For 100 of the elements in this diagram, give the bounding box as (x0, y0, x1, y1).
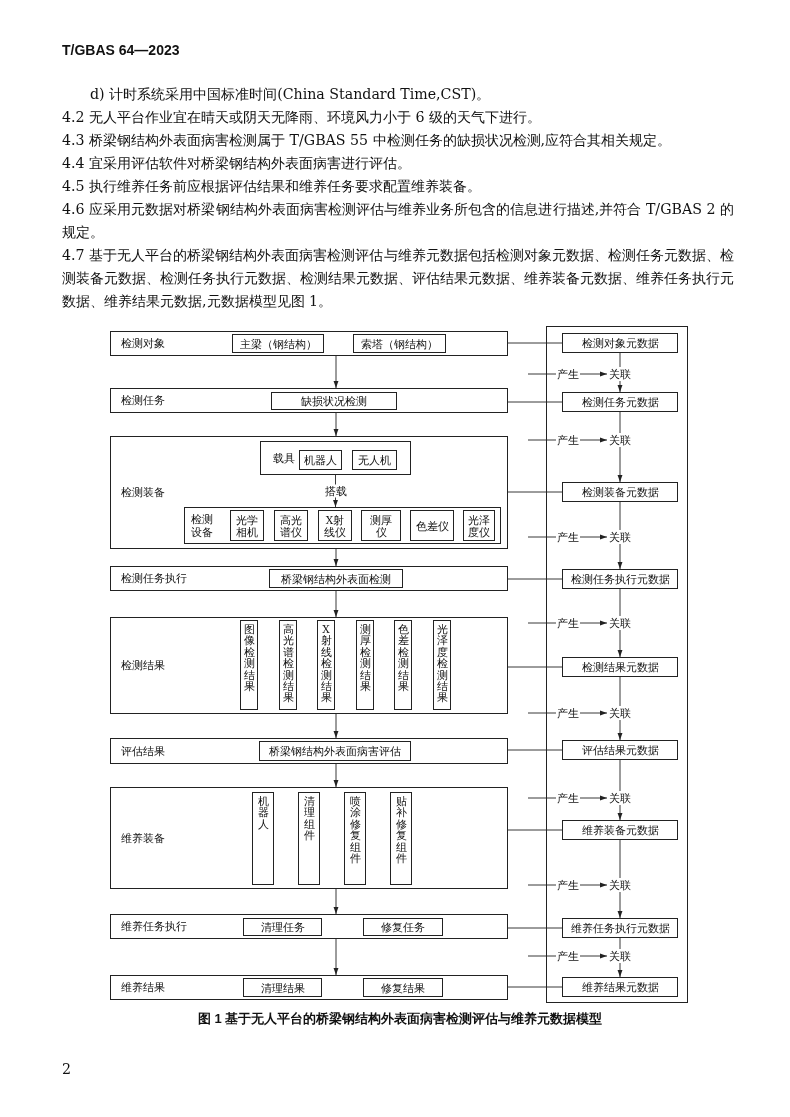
edge-label: 产生 (555, 791, 580, 805)
edge-label: 产生 (555, 878, 580, 892)
association-label: 关联 (607, 949, 633, 963)
metadata-box: 评估结果元数据 (562, 740, 678, 760)
group-heading: 维养装备 (121, 831, 165, 845)
item-box: 清理任务 (243, 918, 322, 936)
paragraph: 4.4 宜采用评估软件对桥梁钢结构外表面病害进行评估。 (62, 154, 413, 173)
group-box (110, 331, 508, 356)
association-label: 关联 (607, 706, 633, 720)
item-box: 桥梁钢结构外表面检测 (269, 569, 403, 588)
item-box: 测厚仪 (361, 510, 401, 541)
item-box: 喷涂修复组件 (344, 792, 366, 885)
item-box: 光泽度仪 (463, 510, 495, 541)
group-box (110, 436, 508, 549)
connector-line (507, 749, 563, 751)
item-box: 修复结果 (363, 978, 443, 997)
connector-line (507, 578, 563, 580)
item-box: 无人机 (352, 450, 397, 470)
metadata-box: 维养结果元数据 (562, 977, 678, 997)
metadata-box: 检测结果元数据 (562, 657, 678, 677)
item-box: 光泽度检测结果 (433, 620, 451, 710)
group-heading: 载具 (273, 451, 295, 465)
connector-line (619, 588, 621, 617)
association-label: 关联 (607, 433, 633, 447)
item-box: 测厚检测结果 (356, 620, 374, 710)
paragraph: 4.2 无人平台作业宜在晴天或阴天无降雨、环境风力小于 6 级的天气下进行。 (62, 108, 543, 127)
connector-line (619, 759, 621, 792)
group-heading: 维养结果 (121, 981, 165, 994)
connector-line (619, 352, 621, 368)
metadata-panel (546, 326, 688, 1003)
metadata-box: 维养装备元数据 (562, 820, 678, 840)
item-box: 色差检测结果 (394, 620, 412, 710)
edge-label: 产生 (555, 949, 580, 963)
group-box (110, 388, 508, 413)
item-box: 机器人 (252, 792, 274, 885)
paragraph: 4.3 桥梁钢结构外表面病害检测属于 T/GBAS 55 中检测任务的缺损状况检测,应符合其相关规定。 (62, 131, 673, 150)
group-heading: 检测任务 (121, 394, 165, 407)
paragraph: 4.6 应采用元数据对桥梁钢结构外表面病害检测评估与维养业务所包含的信息进行描述,并符合 T/GBAS 2 的规定。 (62, 200, 734, 242)
group-box (110, 738, 508, 764)
association-label: 关联 (607, 791, 633, 805)
association-label: 关联 (607, 367, 633, 381)
association-label: 关联 (607, 878, 633, 892)
association-label: 关联 (607, 616, 633, 630)
edge-label: 搭载 (323, 484, 348, 498)
connector-line (507, 491, 563, 493)
connector-line (619, 937, 621, 950)
group-box (260, 441, 411, 475)
item-box: 桥梁钢结构外表面病害评估 (259, 741, 411, 761)
item-box: 缺损状况检测 (271, 392, 397, 410)
connector-line (507, 342, 563, 344)
page-number: 2 (62, 1060, 73, 1079)
connector-line (507, 986, 563, 988)
document-number: T/GBAS 64—2023 (62, 42, 181, 58)
item-box: 色差仪 (410, 510, 454, 541)
item-box: 高光谱检测结果 (279, 620, 297, 710)
metadata-box: 检测任务执行元数据 (562, 569, 678, 589)
item-box: 清理结果 (243, 978, 322, 997)
metadata-box: 检测对象元数据 (562, 333, 678, 353)
item-box: 主梁（钢结构） (232, 334, 324, 353)
group-heading: 检测任务执行 (121, 572, 187, 585)
connector-line (619, 839, 621, 879)
item-box: 修复任务 (363, 918, 443, 936)
item-box: 贴补修复组件 (390, 792, 412, 885)
connector-line (507, 401, 563, 403)
metadata-box: 维养任务执行元数据 (562, 918, 678, 938)
item-box: 光学相机 (230, 510, 264, 541)
paragraph: d) 计时系统采用中国标准时间(China Standard Time,CST)。 (90, 85, 492, 104)
item-box: 图像检测结果 (240, 620, 258, 710)
group-heading: 维养任务执行 (121, 920, 187, 933)
item-box: 索塔（钢结构） (353, 334, 446, 353)
metadata-box: 检测任务元数据 (562, 392, 678, 412)
item-box: X射线检测结果 (317, 620, 335, 710)
group-box (110, 975, 508, 1000)
connector-line (507, 666, 563, 668)
edge-label: 产生 (555, 530, 580, 544)
item-box: X射线仪 (318, 510, 352, 541)
group-heading: 检测设备 (191, 512, 214, 539)
paragraph: 4.7 基于无人平台的桥梁钢结构外表面病害检测评估与维养元数据包括检测对象元数据、检测任务元数据、检测装备元数据、检测任务执行元数据、检测结果元数据、评估结果元数据、维养装备元数据、维养任务执行元数据、维养结果元数据,元数据模型见图 1。 (62, 246, 734, 311)
group-heading: 检测对象 (121, 337, 165, 350)
connector-line (507, 927, 563, 929)
association-label: 关联 (607, 530, 633, 544)
group-box (110, 914, 508, 939)
group-box (184, 507, 501, 544)
group-box (110, 787, 508, 889)
metadata-box: 检测装备元数据 (562, 482, 678, 502)
item-box: 高光谱仪 (274, 510, 308, 541)
group-heading: 检测装备 (121, 486, 165, 499)
group-box (110, 617, 508, 714)
connector-line (619, 676, 621, 707)
item-box: 机器人 (299, 450, 342, 470)
item-box: 清理组件 (298, 792, 320, 885)
connector-line (619, 501, 621, 531)
edge-label: 产生 (555, 706, 580, 720)
edge-label: 产生 (555, 433, 580, 447)
group-heading: 检测结果 (121, 659, 165, 672)
group-heading: 评估结果 (121, 744, 165, 758)
edge-label: 产生 (555, 367, 580, 381)
group-box (110, 566, 508, 591)
connector-line (507, 829, 563, 831)
figure-caption: 图 1 基于无人平台的桥梁钢结构外表面病害检测评估与维养元数据模型 (196, 1010, 604, 1028)
